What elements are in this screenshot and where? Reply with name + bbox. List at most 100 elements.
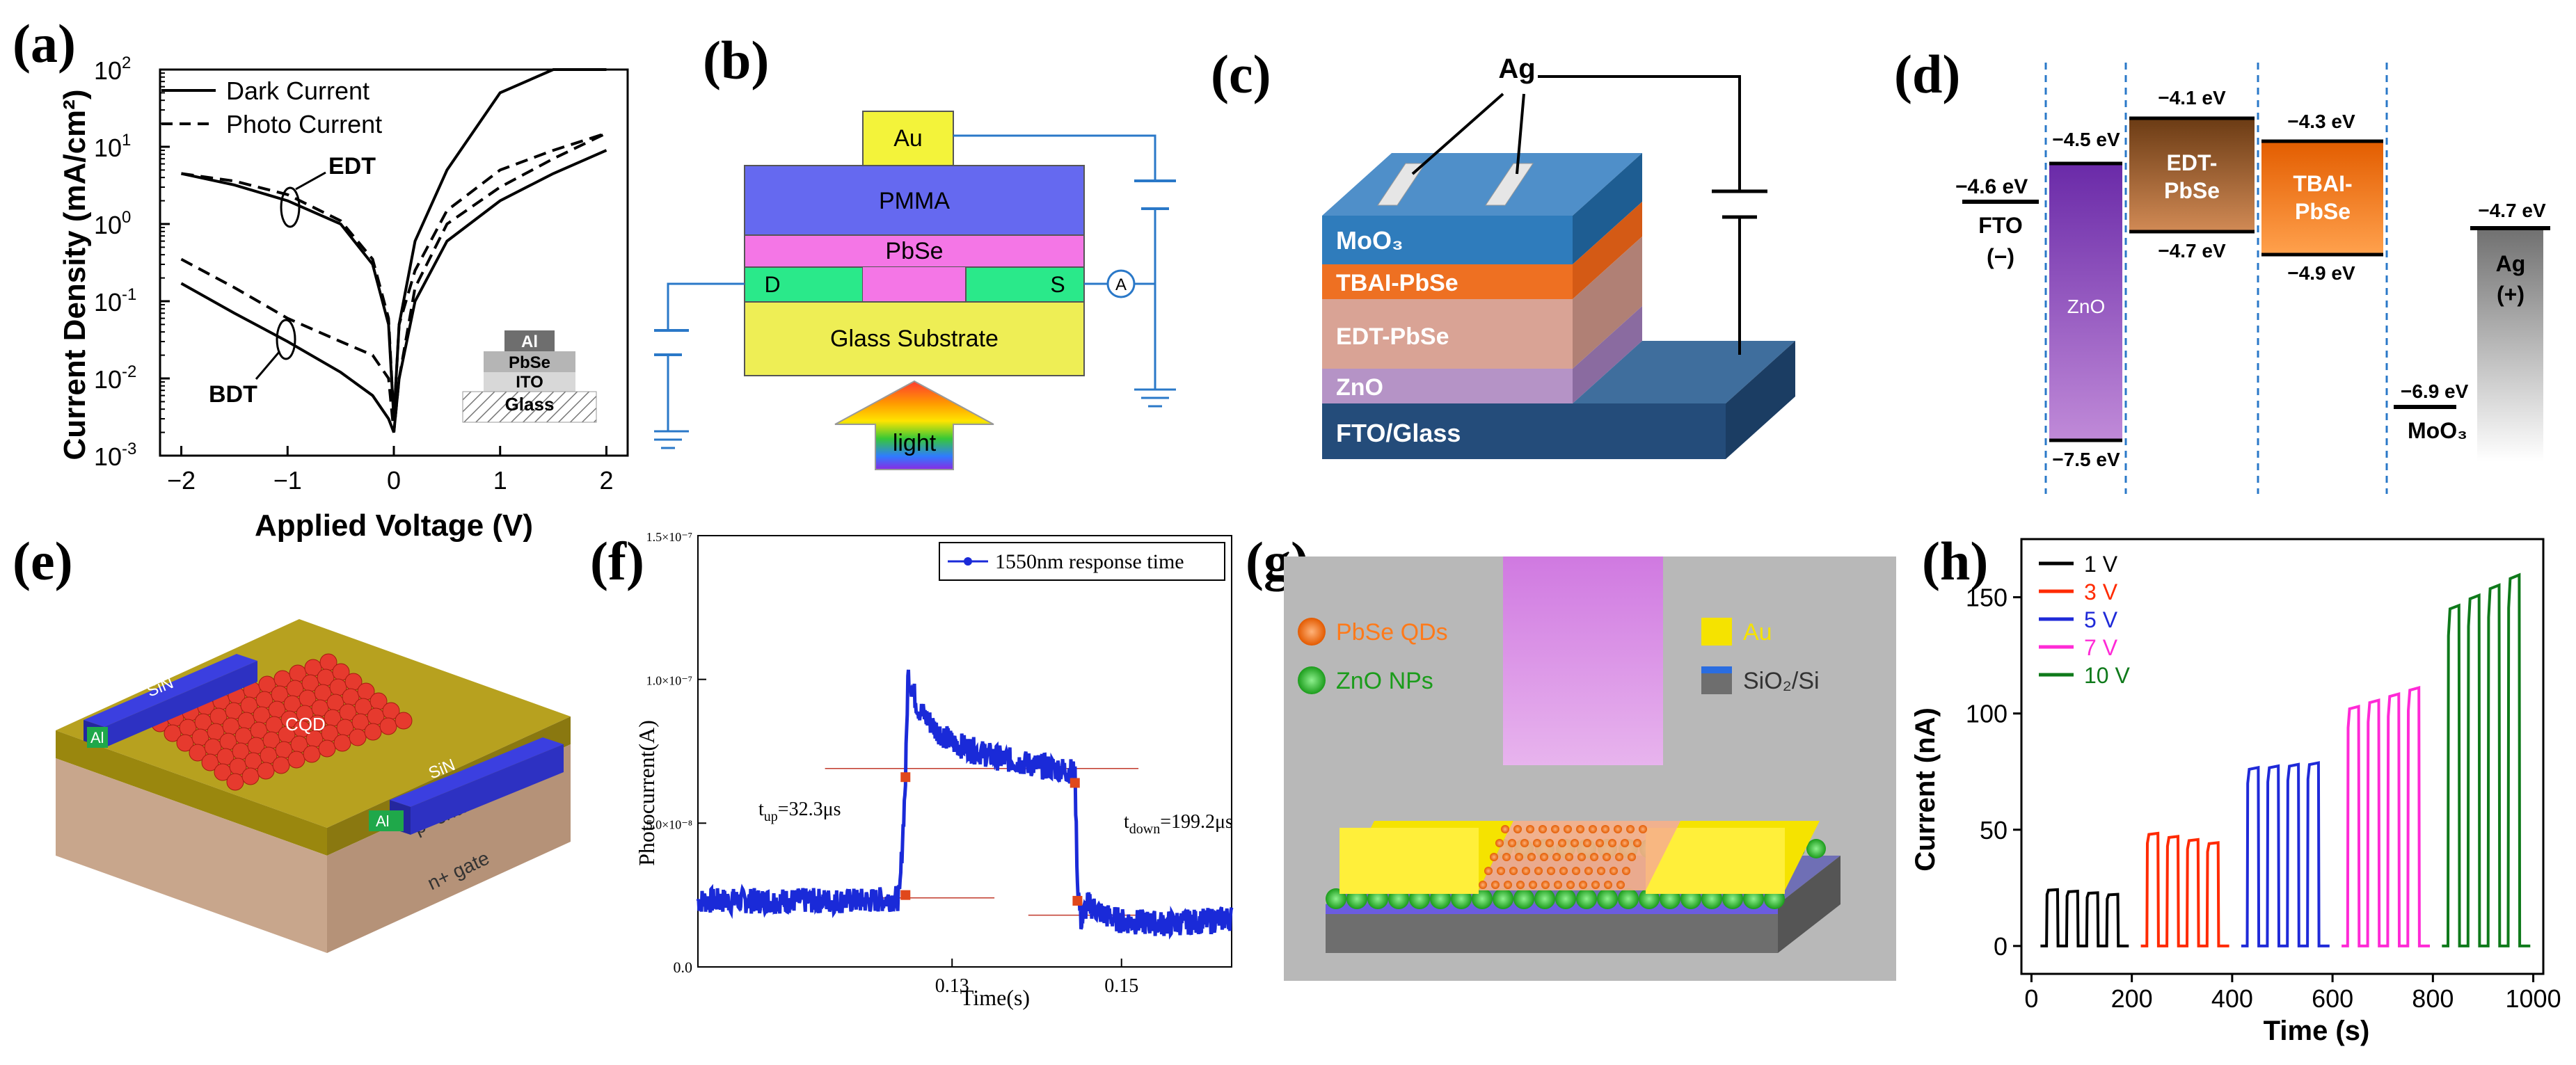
chart-h-series-1v [2040,888,2129,947]
g-zno-dot [1806,839,1826,858]
chart-h-series-3v [2140,831,2229,947]
chart-f-frame [697,535,1232,968]
inset-al-layer [504,330,555,351]
chart-a-bdt-marker [276,319,296,360]
c-zno-layer [1322,369,1573,403]
g-pbse-dot [1621,839,1629,847]
inset-glass-layer [462,391,597,423]
inset-ito-layer [484,372,575,392]
chart-f-tup-val: =32.3μs [778,799,841,820]
chart-a-bdt-label: BDT [209,381,257,408]
g-pbse-dot [1571,839,1579,847]
inset-ito-label: ITO [516,373,543,392]
c-edt-layer [1322,299,1573,369]
g-pbse-dot [1591,881,1600,889]
e-cqd-dot [164,724,182,742]
g-pbse-dot [1484,867,1493,875]
chart-h-xtick-label: 400 [2211,984,2253,1013]
diagram-d-energy-levels: −4.6 eV FTO (−) −4.5 eV −7.5 eV ZnO −4.1… [1955,63,2550,494]
d-moo3-value: −6.9 eV [2401,381,2469,402]
e-cqd-dot [214,763,232,781]
d-edt-top: −4.1 eV [2158,87,2226,109]
d-fto-value: −4.6 eV [1955,175,2028,198]
chart-f-tup-t: t [758,799,764,820]
g-pbse-dot [1601,825,1609,833]
chart-f-tup-sub: up [764,809,778,824]
d-ag-block [2477,228,2543,461]
e-cqd-dot [176,734,194,752]
chart-f-ytick-label: 5.0×10⁻⁸ [646,817,692,831]
g-pbse-dot [1541,881,1550,889]
c-fto-label: FTO/Glass [1336,419,1461,447]
g-pbse-dot [1526,825,1534,833]
g-pbse-dot [1577,853,1586,861]
g-legend-pbse-marker [1298,618,1326,646]
d-zno-bottom: −7.5 eV [2052,449,2120,470]
b-channel [863,267,966,302]
chart-h-ytick-label: 50 [1980,816,2007,844]
g-pbse-dot [1508,839,1516,847]
d-fto-label: FTO [1978,213,2022,238]
g-pbse-dot [1552,853,1561,861]
g-pbse-dot [1495,839,1504,847]
e-cqd-dot [272,756,290,774]
g-pbse-dot [1479,881,1487,889]
chart-a-xtick-label: −2 [167,466,196,495]
e-channel-side-left [56,730,327,856]
g-legend-au: Au [1743,619,1772,646]
g-pbse-dot [1608,839,1616,847]
g-pbse-dot [1527,853,1536,861]
chart-a-ytick-label: 100 [94,208,131,239]
e-cqd-dot [241,767,260,785]
g-pbse-dot [1533,839,1541,847]
g-pbse-dot [1513,825,1522,833]
b-pbse-layer [744,234,1085,268]
e-al-label-left: Al [90,729,104,746]
chart-h-frame [2020,538,2545,975]
e-cqd-dot [303,745,321,763]
b-pmma-layer [744,165,1085,236]
chart-h-ytick-label: 0 [1994,932,2007,961]
d-tbai-top: −4.3 eV [2287,111,2355,132]
g-pbse-dot [1491,881,1500,889]
chart-a-edt-marker [280,186,301,228]
c-edt-label: EDT-PbSe [1336,323,1449,350]
b-pmma-label: PMMA [879,188,950,214]
chart-f-legend-marker [964,557,972,566]
g-pbse-dot [1547,867,1555,875]
panel-label-f: (f) [590,531,644,591]
g-pbse-dot [1590,853,1598,861]
chart-h-xtick-label: 600 [2312,984,2353,1013]
b-ammeter-label: A [1115,275,1127,294]
chart-a-ytick-label: 10-1 [94,285,136,317]
chart-h-legend-label: 5 V [2084,607,2118,632]
d-tbai-band [2261,141,2383,255]
chart-h-legend-label: 7 V [2084,635,2118,660]
inset-al-label: Al [521,333,538,351]
d-edt-band [2129,118,2255,232]
g-pbse-dot [1540,853,1548,861]
chart-a-xtick-label: 1 [493,466,507,495]
b-source-label: S [1050,272,1065,297]
b-light-arrow [834,380,994,470]
chart-f-tdown-sub: down [1129,822,1160,837]
c-ag-leaders [1411,93,1525,175]
g-pbse-dot [1490,853,1498,861]
g-pbse-dot [1545,839,1554,847]
chart-f-ytick-label: 1.0×10⁻⁷ [646,674,692,688]
g-pbse-dot [1615,853,1623,861]
chart-h-xtick-label: 1000 [2506,984,2561,1013]
g-pbse-dot [1579,881,1587,889]
g-pbse-dot [1584,867,1593,875]
b-light-label: light [893,430,937,456]
panel-label-d: (d) [1894,44,1961,104]
chart-h-xlabel: Time (s) [2264,1016,2370,1046]
e-cqd-dot [189,744,207,762]
g-pbse-dot [1616,881,1625,889]
g-pbse-dot [1589,825,1597,833]
g-pbse-dot [1639,825,1647,833]
g-pbse-dot [1558,839,1566,847]
g-legend-pbse: PbSe QDs [1336,619,1448,646]
chart-a-ylabel: Current Density (mA/cm²) [58,90,92,461]
